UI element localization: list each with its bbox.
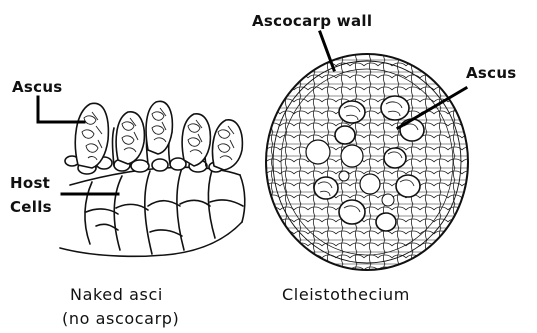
cleistothecium-illustration [266,54,468,270]
ascus-5 [213,120,243,170]
host-cells-label-line1: Host [10,174,50,192]
host-cells-label-line2: Cells [10,198,52,216]
ascus-left-leader-line [38,97,84,122]
host-cells [60,167,245,256]
naked-asci-illustration [60,101,245,256]
ascocarp-wall-label: Ascocarp wall [252,12,372,30]
ascus-2 [116,112,144,164]
ascus-1 [75,103,108,168]
caption-no-ascocarp: (no ascocarp) [62,309,179,328]
ascus-label-right: Ascus [466,64,517,82]
ascus-label-left: Ascus [12,78,63,96]
ascus-4 [182,114,210,166]
caption-cleistothecium: Cleistothecium [282,285,410,304]
caption-naked-asci: Naked asci [70,285,163,304]
ascocarp-wall [266,54,468,270]
ascus-3 [146,101,172,154]
